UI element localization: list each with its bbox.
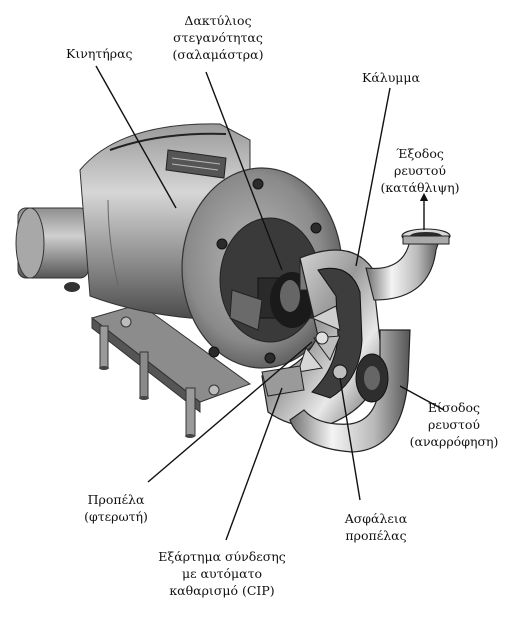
inlet-pipe bbox=[289, 329, 411, 453]
label-inlet-line2: ρευστού bbox=[428, 417, 480, 432]
label-cip-line3: καθαρισμό (CIP) bbox=[169, 583, 274, 598]
label-outlet-line1: Έξοδος bbox=[396, 146, 444, 161]
motor-fan-cover bbox=[15, 207, 89, 292]
label-cover: Κάλυμμα bbox=[362, 70, 421, 85]
label-outlet-line2: ρευστού bbox=[394, 163, 446, 178]
leader-impeller bbox=[147, 341, 313, 483]
label-impeller-nut-line1: Ασφάλεια bbox=[344, 511, 408, 526]
leader-seal bbox=[205, 71, 283, 271]
label-seal-line3: (σαλαμάστρα) bbox=[173, 47, 264, 62]
motor-nameplate bbox=[165, 149, 227, 179]
labels: Κινητήρας Δακτύλιος στεγανότητας (σαλαμά… bbox=[66, 13, 498, 598]
label-impeller-line2: (φτερωτή) bbox=[84, 509, 148, 524]
label-impeller-line1: Προπέλα bbox=[88, 492, 145, 507]
leader-nut bbox=[339, 377, 361, 501]
label-impeller-nut-line2: προπέλας bbox=[345, 528, 406, 543]
label-inlet-line1: Είσοδος bbox=[428, 400, 480, 415]
leader-motor bbox=[95, 65, 177, 209]
leader-cover bbox=[355, 87, 391, 267]
label-cip-line2: με αυτόματο bbox=[182, 566, 262, 581]
leader-lines bbox=[95, 65, 445, 541]
cip-connection bbox=[261, 365, 305, 397]
label-motor: Κινητήρας bbox=[66, 46, 133, 61]
label-cip-line1: Εξάρτημα σύνδεσης bbox=[158, 549, 286, 564]
label-seal-line2: στεγανότητας bbox=[173, 30, 263, 45]
mounting-frame bbox=[90, 303, 252, 438]
impeller bbox=[297, 305, 341, 373]
leader-inlet bbox=[399, 385, 445, 411]
impeller-nut bbox=[332, 364, 348, 380]
label-outlet-line3: (κατάθλιψη) bbox=[380, 180, 459, 195]
outlet-pipe bbox=[365, 228, 451, 301]
label-seal-line1: Δακτύλιος bbox=[184, 13, 251, 28]
label-inlet-line3: (αναρρόφηση) bbox=[410, 434, 499, 449]
leader-cip bbox=[225, 387, 283, 541]
